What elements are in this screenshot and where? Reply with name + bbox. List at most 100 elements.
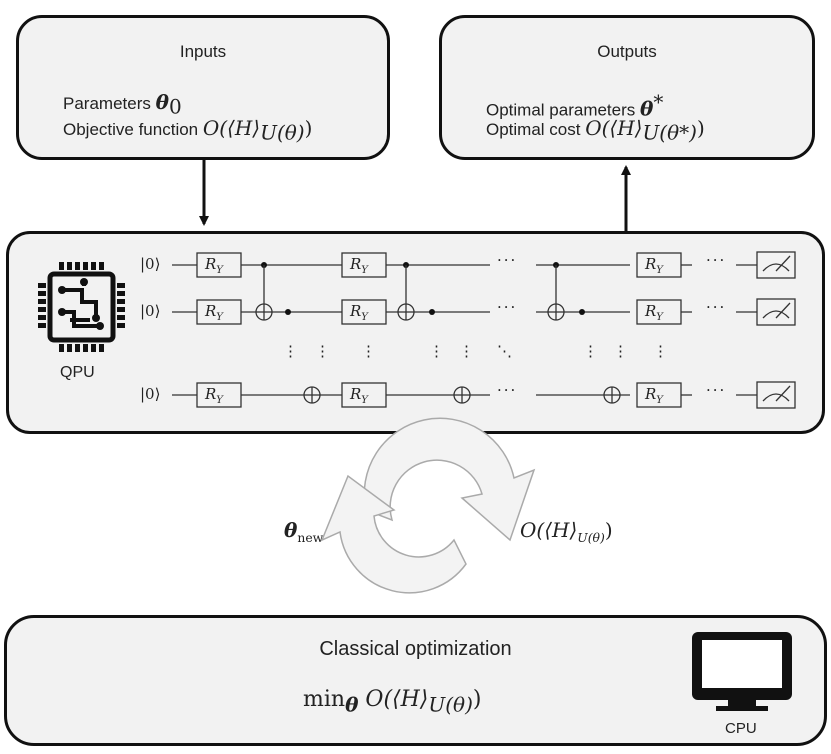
ry-gate-label: RY	[205, 255, 223, 276]
horizontal-ellipsis: ···	[497, 251, 518, 269]
inputs-box: Inputs Parameters θ0 Objective function …	[16, 15, 390, 160]
opt-cost-expression: O(⟨H⟩	[585, 116, 643, 140]
objective-close: )	[304, 116, 313, 140]
refresh-cycle-icon	[320, 417, 536, 594]
monitor-icon	[692, 632, 792, 711]
vertical-ellipsis: ⋮	[315, 342, 330, 360]
chip-icon	[38, 262, 125, 352]
outputs-parameters: Optimal parameters θ*	[486, 90, 663, 121]
vertical-ellipsis: ⋮	[361, 342, 376, 360]
measurement-box	[756, 298, 796, 326]
ry-gate	[341, 382, 387, 408]
objective-expression: O(⟨H⟩	[202, 116, 261, 140]
loop-cost-sub: U(θ)	[577, 530, 605, 545]
ry-gate-label: RY	[350, 302, 368, 323]
ry-gate	[341, 299, 387, 325]
diagonal-ellipsis: ⋱	[497, 342, 512, 360]
ry-gate-label: RY	[350, 385, 368, 406]
ry-gate-label: RY	[205, 385, 223, 406]
ry-gate-label: RY	[205, 302, 223, 323]
classical-objective-sub: U(θ)	[428, 692, 473, 717]
meter-needle	[775, 302, 791, 319]
ket-zero-label: |0⟩	[140, 302, 161, 320]
ry-gate	[196, 299, 242, 325]
classical-objective-close: )	[472, 687, 482, 712]
outputs-cost-label: Optimal cost	[486, 120, 586, 139]
ry-gate-sub: Y	[656, 312, 663, 323]
horizontal-ellipsis: ···	[706, 251, 727, 269]
objective-subscript: U(θ)	[260, 120, 305, 145]
outputs-cost: Optimal cost O(⟨H⟩U(θ*))	[486, 116, 705, 144]
quantum-circuit	[172, 251, 796, 409]
theta-star-sup: *	[653, 90, 664, 114]
inputs-objective: Objective function O(⟨H⟩U(θ))	[63, 116, 312, 144]
loop-cost-label: O(⟨H⟩U(θ))	[520, 518, 613, 545]
inputs-parameters-label: Parameters	[63, 94, 156, 113]
classical-objective: O(⟨H⟩	[358, 687, 429, 712]
ket-zero-label: |0⟩	[140, 385, 161, 403]
outputs-box: Outputs Optimal parameters θ* Optimal co…	[439, 15, 815, 160]
meter-arc	[762, 393, 790, 402]
ket-zero-label: |0⟩	[140, 255, 161, 273]
ry-gate-label: RY	[645, 255, 663, 276]
meter-arc	[762, 310, 790, 319]
classical-title: Classical optimization	[319, 638, 512, 660]
ry-gate-label: RY	[350, 255, 368, 276]
ry-gate	[341, 252, 387, 278]
horizontal-ellipsis: ···	[706, 381, 727, 399]
theta-star-symbol: θ	[640, 96, 654, 121]
qpu-label: QPU	[60, 364, 95, 381]
ry-gate	[636, 382, 682, 408]
ry-gate	[196, 382, 242, 408]
opt-cost-close: )	[696, 116, 705, 140]
ry-gate-sub: Y	[656, 395, 663, 406]
ry-gate-sub: Y	[216, 265, 223, 276]
measurement-box	[756, 251, 796, 279]
theta-new-sub: new	[297, 530, 324, 545]
ry-gate-sub: Y	[361, 265, 368, 276]
ry-gate	[196, 252, 242, 278]
ry-gate-sub: Y	[361, 395, 368, 406]
ry-gate-label: RY	[645, 385, 663, 406]
vertical-ellipsis: ⋮	[459, 342, 474, 360]
classical-box: Classical optimization minθ O(⟨H⟩U(θ)) C…	[4, 615, 827, 746]
vertical-ellipsis: ⋮	[613, 342, 628, 360]
horizontal-ellipsis: ···	[497, 381, 518, 399]
inputs-parameters: Parameters θ0	[63, 90, 182, 118]
outputs-title: Outputs	[597, 42, 657, 61]
inputs-title: Inputs	[179, 42, 227, 61]
vertical-ellipsis: ⋮	[283, 342, 298, 360]
meter-needle	[775, 255, 791, 272]
meter-needle	[775, 385, 791, 402]
cpu-label: CPU	[725, 720, 757, 737]
ry-gate-label: RY	[645, 302, 663, 323]
loop-cost-func: O(⟨H⟩	[520, 518, 578, 542]
control-dot	[285, 309, 291, 315]
ry-gate-sub: Y	[216, 395, 223, 406]
ry-gate-sub: Y	[656, 265, 663, 276]
control-dot	[579, 309, 585, 315]
ry-gate	[636, 252, 682, 278]
min-operator: min	[303, 687, 346, 712]
theta-new-label: θnew	[284, 518, 323, 545]
min-subscript: θ	[345, 692, 359, 717]
theta-zero-symbol: θ	[155, 90, 169, 114]
theta-zero-sub: 0	[168, 94, 182, 119]
inputs-objective-label: Objective function	[63, 120, 203, 139]
ry-gate-sub: Y	[216, 312, 223, 323]
vertical-ellipsis: ⋮	[653, 342, 668, 360]
ry-gate	[636, 299, 682, 325]
loop-cost-close: )	[604, 518, 613, 542]
measurement-box	[756, 381, 796, 409]
vertical-ellipsis: ⋮	[583, 342, 598, 360]
outputs-parameters-label: Optimal parameters	[486, 100, 640, 120]
control-dot	[429, 309, 435, 315]
meter-arc	[762, 263, 790, 272]
ry-gate-sub: Y	[361, 312, 368, 323]
vertical-ellipsis: ⋮	[429, 342, 444, 360]
classical-expression: minθ O(⟨H⟩U(θ))	[303, 686, 482, 716]
theta-new-symbol: θ	[284, 518, 298, 542]
opt-cost-subscript: U(θ*)	[642, 120, 697, 145]
horizontal-ellipsis: ···	[706, 298, 727, 316]
